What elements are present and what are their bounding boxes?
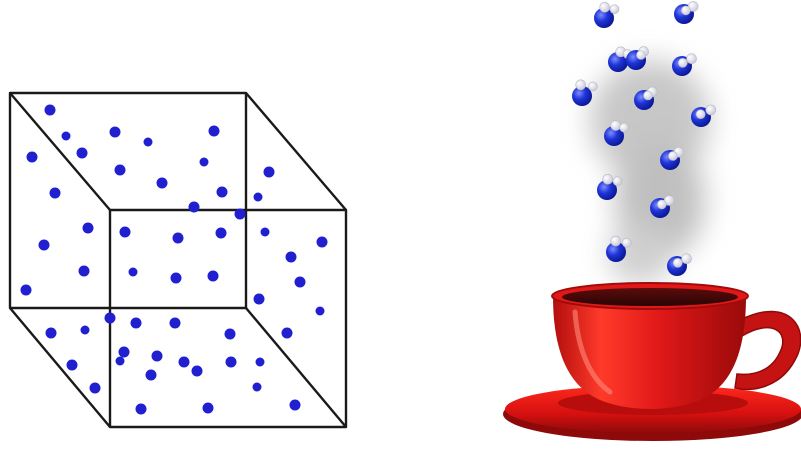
particle-dot-icon	[39, 240, 50, 251]
particle-dot-icon	[189, 202, 200, 213]
particle-dot-icon	[208, 271, 219, 282]
cube-edge-top-right	[246, 93, 346, 210]
particle-dot-icon	[50, 188, 61, 199]
particle-dot-icon	[261, 228, 270, 237]
particle-dot-icon	[216, 228, 227, 239]
particle-dot-icon	[317, 237, 328, 248]
particle-dot-icon	[77, 148, 88, 159]
particle-dot-icon	[170, 318, 181, 329]
particle-dot-icon	[253, 383, 262, 392]
particle-dot-icon	[83, 223, 94, 234]
cube-edge-bottom-left	[10, 308, 110, 427]
particle-dot-icon	[264, 167, 275, 178]
particle-dot-icon	[115, 165, 126, 176]
particle-dot-icon	[282, 328, 293, 339]
particle-dot-icon	[116, 357, 125, 366]
water-molecule-icon	[672, 54, 697, 76]
particle-dot-icon	[217, 187, 228, 198]
particle-dot-icon	[27, 152, 38, 163]
particle-dot-icon	[21, 285, 32, 296]
particle-dot-icon	[46, 328, 57, 339]
particle-dot-icon	[79, 266, 90, 277]
particle-dot-icon	[225, 329, 236, 340]
particle-dot-icon	[286, 252, 297, 263]
particle-dot-icon	[105, 313, 116, 324]
particle-dot-icon	[67, 360, 78, 371]
particle-dot-icon	[226, 357, 237, 368]
particle-dot-icon	[62, 132, 71, 141]
particle-dot-icon	[179, 357, 190, 368]
particle-dot-icon	[254, 294, 265, 305]
cube-front-face	[110, 210, 346, 427]
particle-dot-icon	[131, 318, 142, 329]
particle-dot-icon	[173, 233, 184, 244]
particle-dot-icon	[200, 158, 209, 167]
particle-dot-icon	[235, 209, 246, 220]
particle-dot-icon	[144, 138, 153, 147]
particle-dot-icon	[129, 268, 138, 277]
particle-dot-icon	[136, 404, 147, 415]
particle-dot-icon	[45, 105, 56, 116]
coffee-surface	[562, 288, 738, 306]
particle-dot-icon	[254, 193, 263, 202]
particle-dot-icon	[203, 403, 214, 414]
particle-dot-icon	[146, 370, 157, 381]
water-molecule-icon	[674, 1, 698, 24]
particle-dot-icon	[209, 126, 220, 137]
particle-dot-icon	[157, 178, 168, 189]
water-molecule-icon	[594, 2, 619, 28]
coffee-cup-icon	[503, 283, 801, 441]
particle-dot-icon	[192, 366, 203, 377]
particle-dot-icon	[119, 347, 130, 358]
cube-particles	[21, 105, 328, 415]
particle-dot-icon	[295, 277, 306, 288]
particle-dot-icon	[110, 127, 121, 138]
particle-dot-icon	[171, 273, 182, 284]
particle-dot-icon	[81, 326, 90, 335]
particle-dot-icon	[120, 227, 131, 238]
particle-dot-icon	[316, 307, 325, 316]
cup-handle	[735, 311, 801, 389]
particle-dot-icon	[152, 351, 163, 362]
particle-dot-icon	[90, 383, 101, 394]
particle-dot-icon	[290, 400, 301, 411]
particle-dot-icon	[256, 358, 265, 367]
